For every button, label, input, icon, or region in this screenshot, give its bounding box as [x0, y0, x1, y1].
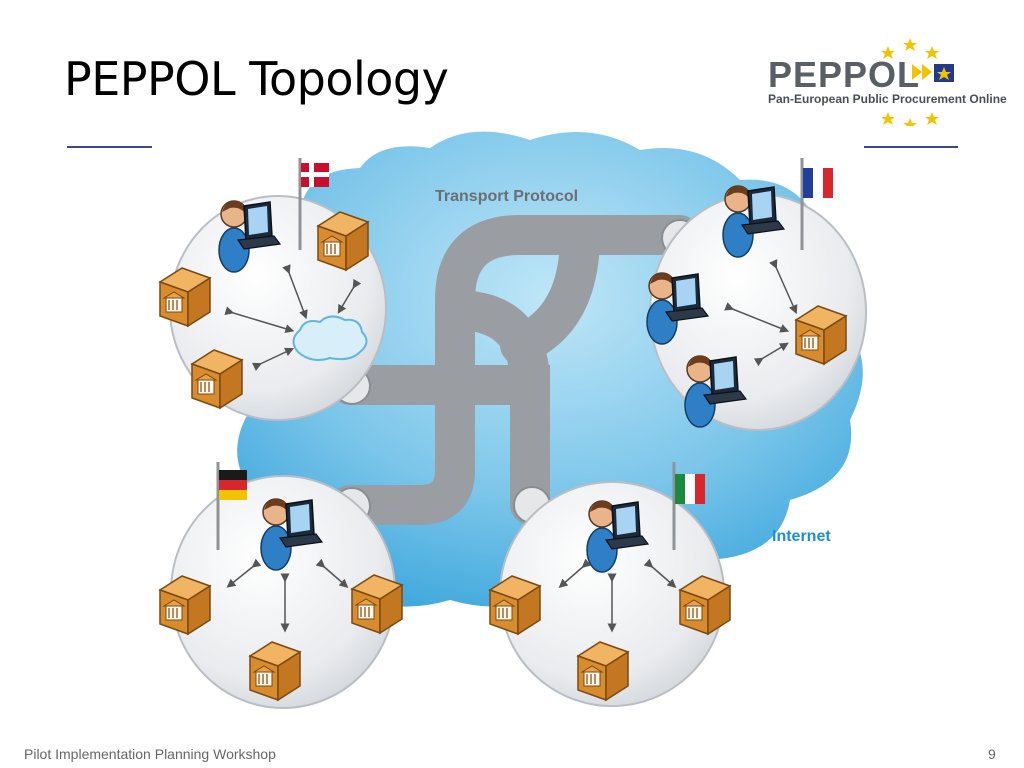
institution-box-icon	[159, 267, 211, 327]
flag-france-icon	[803, 168, 833, 198]
page-number: 9	[988, 746, 996, 762]
institution-box-icon	[351, 574, 403, 634]
institution-box-icon	[317, 211, 369, 271]
transport-pipes	[330, 215, 700, 525]
institution-box-icon	[249, 641, 301, 701]
logo-subtitle: Pan-European Public Procurement Online	[768, 92, 1007, 106]
region-denmark	[159, 158, 387, 421]
region-italy	[489, 462, 731, 707]
mini-cloud-icon	[292, 315, 368, 361]
peppol-logo: PEPPOL Pan-European Public Procurement O…	[762, 34, 1007, 126]
title-rule-right	[864, 146, 958, 148]
institution-box-icon	[679, 575, 731, 635]
flag-denmark-icon	[301, 163, 329, 187]
institution-box-icon	[489, 575, 541, 635]
slide-title: PEPPOL Topology	[64, 52, 449, 106]
institution-box-icon	[191, 349, 243, 409]
internet-label: Internet	[772, 528, 831, 545]
institution-box-icon	[795, 305, 847, 365]
region-germany	[159, 462, 403, 709]
institution-box-icon	[159, 575, 211, 635]
title-rule-left	[67, 146, 152, 148]
region-france	[646, 158, 867, 431]
flag-italy-icon	[675, 474, 705, 504]
transport-protocol-label: Transport Protocol	[435, 188, 578, 205]
institution-box-icon	[577, 641, 629, 701]
footer-text: Pilot Implementation Planning Workshop	[24, 746, 276, 762]
logo-stars-mark	[881, 38, 954, 126]
flag-germany-icon	[219, 470, 247, 500]
logo-wordmark: PEPPOL	[768, 54, 921, 95]
